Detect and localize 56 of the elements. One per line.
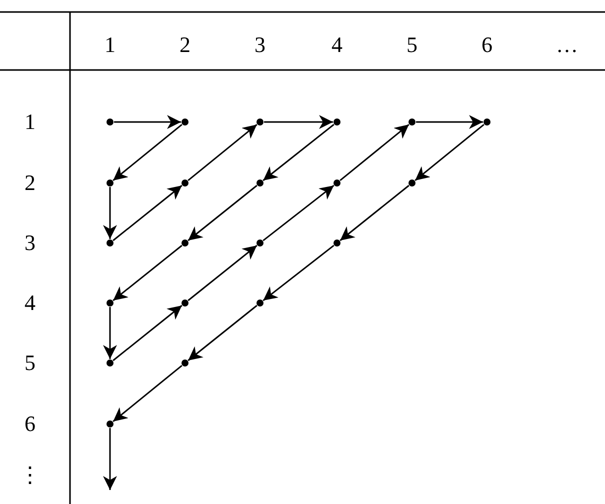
dot [256,240,264,246]
row-header: ⋮ [19,462,41,488]
arrow [416,115,483,129]
dot [408,180,416,186]
arrow [340,124,410,182]
column-header: 2 [180,32,190,58]
dot [334,180,340,186]
arrow [262,184,334,242]
arrow [414,124,484,182]
dot [484,118,490,126]
row-header: 5 [24,350,36,376]
dot [182,180,188,186]
arrow [103,428,117,490]
row-header: 3 [24,230,36,256]
row-header: 1 [24,109,36,135]
dot [106,300,114,306]
arrow [188,184,258,242]
dot [334,118,340,126]
arrow [188,244,258,302]
column-header: … [556,32,578,58]
column-header: 3 [254,32,266,58]
row-header: 6 [24,411,36,437]
dot [182,360,188,366]
column-header: 4 [332,32,342,58]
arrow [112,184,182,242]
dot [408,118,416,126]
dot [106,360,114,366]
arrow [264,115,333,129]
arrow [112,124,182,182]
dot [334,240,340,246]
dot [182,300,188,306]
dot [106,118,114,126]
arrow [112,244,182,302]
dot [182,240,188,246]
arrow [188,124,258,182]
arrow [114,115,181,129]
arrow [112,364,182,422]
dot [256,118,264,126]
dot [182,118,188,126]
column-header: 1 [104,32,116,58]
dot [106,180,114,186]
dot [256,300,264,306]
dot [256,180,264,186]
arrow [340,184,410,242]
column-header: 6 [482,32,492,58]
row-header: 4 [24,290,36,316]
arrow [103,307,117,359]
row-header: 2 [24,170,36,196]
arrow [103,187,117,239]
arrow [188,304,258,362]
arrow [262,124,334,182]
dot [106,240,114,246]
dot [106,420,114,428]
arrow [112,304,182,362]
arrow [262,244,334,302]
column-header: 5 [406,32,418,58]
